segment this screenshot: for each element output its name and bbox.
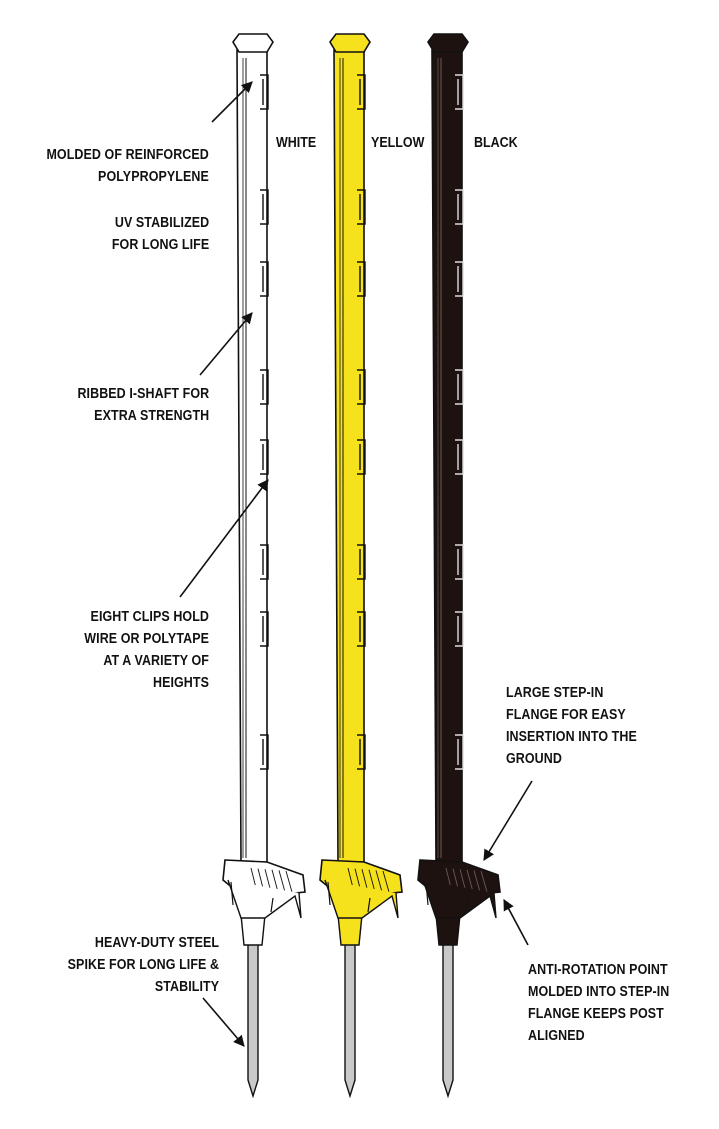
flange-arrow	[483, 780, 533, 861]
yellow-color-label: YELLOW	[371, 135, 425, 151]
flange-ridge	[466, 869, 474, 893]
wire-clip	[455, 439, 464, 475]
callout-ribbed: RIBBED I-SHAFT FOR EXTRA STRENGTH	[77, 386, 209, 424]
steel-spike	[442, 929, 454, 1099]
spike-arrow	[202, 997, 245, 1047]
yellow-post	[319, 33, 403, 1099]
flange-ridge	[271, 869, 279, 893]
wire-clip	[260, 369, 269, 405]
wire-clip	[455, 189, 464, 225]
anti-rotation-point	[324, 879, 399, 919]
post-top-cap	[232, 33, 274, 53]
white-color-label: WHITE	[276, 135, 317, 151]
flange-ridge	[278, 870, 286, 893]
molded-arrow	[211, 81, 253, 123]
wire-clip	[455, 261, 464, 297]
black-post	[417, 33, 501, 1099]
spike-collar	[337, 914, 363, 946]
wire-clip	[357, 611, 366, 647]
callout-molded: MOLDED OF REINFORCED POLYPROPYLENE	[46, 147, 209, 185]
flange-leg	[425, 881, 469, 913]
wire-clip	[357, 261, 366, 297]
flange-ridge	[480, 870, 488, 893]
flange-ridge	[368, 869, 376, 893]
callout-anti-rotation: ANTI-ROTATION POINT MOLDED INTO STEP-IN …	[528, 962, 670, 1044]
anti-rotation-arrow	[503, 899, 529, 946]
wire-clip	[455, 74, 464, 110]
black-color-label: BLACK	[474, 135, 518, 151]
spike-collar	[240, 914, 266, 946]
white-post	[222, 33, 306, 1099]
spike-collar	[435, 914, 461, 946]
anti-rotation-point	[422, 879, 497, 919]
ribbed-arrow	[199, 312, 253, 376]
flange-leg	[230, 881, 274, 913]
post-top-cap	[427, 33, 469, 53]
callout-clips: EIGHT CLIPS HOLD WIRE OR POLYTAPE AT A V…	[84, 609, 209, 691]
wire-clip	[260, 439, 269, 475]
flange-ridge	[375, 870, 383, 893]
post-top-cap	[329, 33, 371, 53]
wire-clip	[357, 74, 366, 110]
callout-uv: UV STABILIZED FOR LONG LIFE	[111, 215, 209, 253]
wire-clip	[260, 261, 269, 297]
flange-leg	[327, 881, 371, 913]
clips-arrow	[179, 479, 269, 598]
anti-rotation-point	[227, 879, 302, 919]
flange-ridge	[473, 870, 481, 893]
wire-clip	[357, 189, 366, 225]
steel-spike	[344, 929, 356, 1099]
wire-clip	[260, 74, 269, 110]
wire-clip	[260, 611, 269, 647]
wire-clip	[455, 611, 464, 647]
wire-clip	[357, 734, 366, 770]
wire-clip	[357, 439, 366, 475]
wire-clip	[260, 189, 269, 225]
wire-clip	[260, 734, 269, 770]
wire-clip	[455, 544, 464, 580]
flange-ridge	[285, 870, 293, 893]
callout-flange: LARGE STEP-IN FLANGE FOR EASY INSERTION …	[506, 685, 637, 767]
wire-clip	[260, 544, 269, 580]
wire-clip	[455, 734, 464, 770]
wire-clip	[357, 544, 366, 580]
wire-clip	[357, 369, 366, 405]
wire-clip	[455, 369, 464, 405]
steel-spike	[247, 929, 259, 1099]
flange-ridge	[382, 870, 390, 893]
callout-spike: HEAVY-DUTY STEEL SPIKE FOR LONG LIFE & S…	[67, 935, 219, 995]
